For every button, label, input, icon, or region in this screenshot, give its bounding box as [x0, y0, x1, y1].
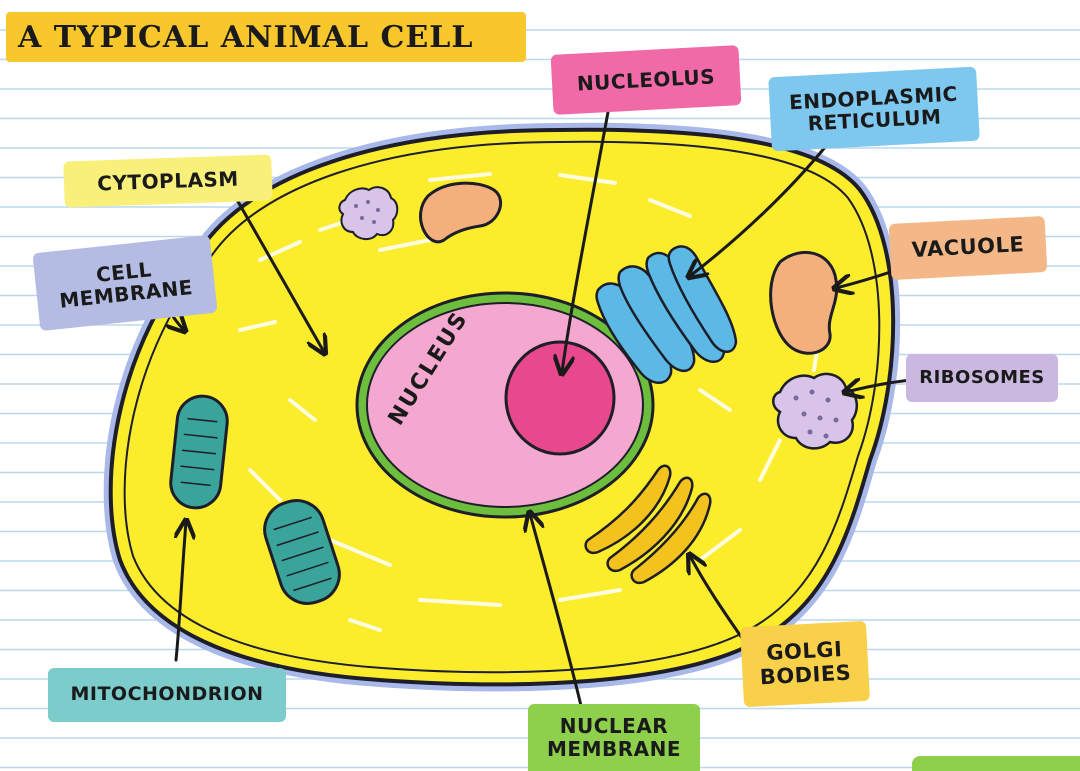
pointer-arrows	[160, 110, 914, 712]
label-vacuole: VACUOLE	[888, 215, 1048, 281]
cytoplasm-highlights	[198, 172, 822, 632]
label-cell-membrane-line2: MEMBRANE	[58, 275, 195, 313]
label-nuclear-membrane-line2: MEMBRANE	[547, 736, 681, 761]
partial-label-tab	[912, 756, 1080, 771]
page-title: A TYPICAL ANIMAL CELL	[6, 12, 526, 62]
label-vacuole-text: VACUOLE	[911, 232, 1025, 263]
label-mitochondrion: MITOCHONDRION	[48, 668, 286, 722]
arrow-cytoplasm	[234, 196, 324, 352]
label-golgi-bodies: GOLGI BODIES	[739, 620, 871, 708]
label-nuclear-membrane-line1: NUCLEAR	[559, 714, 669, 739]
label-golgi-line2: BODIES	[759, 660, 852, 690]
label-nucleolus: NUCLEOLUS	[550, 45, 742, 115]
label-cytoplasm-text: CYTOPLASM	[96, 166, 240, 196]
nucleolus	[504, 340, 616, 456]
ribosome-cluster	[338, 186, 859, 450]
label-nuclear-membrane: NUCLEAR MEMBRANE	[528, 704, 700, 771]
arrow-nucleolus	[562, 110, 610, 372]
arrow-ribosomes	[846, 380, 914, 392]
arrow-nuclear-membrane	[530, 514, 584, 712]
arrow-mitochondrion	[176, 522, 186, 662]
arrow-endoplasmic-reticulum	[690, 144, 828, 276]
label-er-line2: RETICULUM	[807, 104, 942, 136]
arrow-golgi-bodies	[690, 556, 744, 640]
label-nucleolus-text: NUCLEOLUS	[576, 64, 716, 96]
vacuole	[769, 250, 839, 355]
golgi-bodies	[584, 464, 712, 585]
label-mitochondrion-text: MITOCHONDRION	[70, 683, 264, 706]
label-ribosomes-text: RIBOSOMES	[919, 366, 1045, 388]
vacuole-small	[419, 181, 502, 244]
mitochondrion	[169, 394, 341, 605]
label-cytoplasm: CYTOPLASM	[63, 154, 273, 208]
label-ribosomes: RIBOSOMES	[906, 354, 1058, 402]
label-endoplasmic-reticulum: ENDOPLASMIC RETICULUM	[768, 66, 980, 152]
cell-membrane	[123, 140, 881, 674]
